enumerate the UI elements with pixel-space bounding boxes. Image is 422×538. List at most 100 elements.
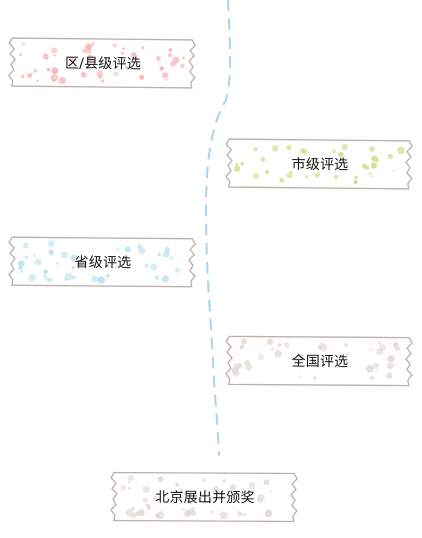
tape-dot xyxy=(121,47,125,51)
tape-dot xyxy=(43,269,49,275)
tape-dot xyxy=(121,51,125,55)
tape-dot xyxy=(159,66,165,71)
tape-dot xyxy=(154,275,160,281)
tape-dot xyxy=(51,67,59,75)
tape-dot xyxy=(232,369,240,377)
tape-dot xyxy=(105,274,110,278)
tape-dot xyxy=(130,506,135,511)
tape-dot xyxy=(144,263,149,268)
tape-dot xyxy=(152,497,157,502)
tape-dot xyxy=(124,246,131,253)
washi-tape-shape xyxy=(110,471,298,523)
stage-province-tag: 省级评选 xyxy=(8,234,198,290)
tape-dot xyxy=(81,72,88,79)
washi-tape-shape xyxy=(8,236,196,288)
tape-dot xyxy=(18,260,25,268)
tape-dot xyxy=(300,148,306,154)
tape-dot xyxy=(53,54,56,57)
tape-dot xyxy=(163,250,170,258)
tape-dot xyxy=(299,375,302,378)
tape-dot xyxy=(283,341,290,348)
tape-dot xyxy=(137,509,145,517)
tape-dot xyxy=(169,256,174,260)
tape-dot xyxy=(97,276,106,284)
tape-dot xyxy=(97,74,103,79)
tape-dot xyxy=(22,42,26,46)
tape-dot xyxy=(279,177,285,183)
tape-dot xyxy=(91,275,99,283)
tape-dot xyxy=(58,76,67,85)
tape-dot xyxy=(48,249,54,255)
tape-dot xyxy=(71,275,76,280)
washi-tape-shape xyxy=(8,37,196,89)
tape-dot xyxy=(344,343,349,348)
tape-dot xyxy=(127,474,135,482)
tape-dot xyxy=(145,503,151,508)
tape-dot xyxy=(370,175,373,178)
tape-dot xyxy=(156,56,161,61)
tape-dot xyxy=(91,42,95,46)
tape-dot xyxy=(248,482,256,489)
tape-dot xyxy=(242,512,247,517)
tape-outline xyxy=(8,236,196,288)
tape-dot xyxy=(150,263,158,271)
tape-dot xyxy=(130,512,137,519)
tape-dot xyxy=(28,274,36,282)
tape-dot xyxy=(320,342,325,347)
tape-dot xyxy=(222,479,227,483)
tape-dot xyxy=(341,143,348,151)
tape-dot xyxy=(353,179,358,185)
tape-dot xyxy=(157,476,164,482)
tape-dot xyxy=(174,267,180,273)
tape-dot xyxy=(286,144,292,151)
tape-dot xyxy=(170,61,176,67)
tape-dot xyxy=(252,146,258,152)
tape-dot xyxy=(82,48,88,54)
tape-dot xyxy=(372,362,380,370)
tape-dot xyxy=(229,484,236,491)
tape-dot xyxy=(290,171,293,174)
tape-dot xyxy=(26,72,33,79)
tape-dot xyxy=(42,53,49,60)
tape-dot xyxy=(257,353,265,361)
tape-dot xyxy=(272,145,279,152)
tape-dot xyxy=(257,493,265,501)
tape-dot xyxy=(210,510,215,514)
tape-dot xyxy=(240,161,244,166)
tape-dot xyxy=(345,352,349,356)
tape-dot xyxy=(116,248,120,252)
tape-dot xyxy=(71,265,75,270)
tape-dot xyxy=(50,73,59,82)
tape-dot xyxy=(370,162,378,169)
tape-dot xyxy=(182,56,185,60)
tape-dot xyxy=(370,348,373,351)
tape-dot xyxy=(120,484,127,491)
tape-dot xyxy=(298,353,304,359)
tape-dot xyxy=(125,65,129,69)
tape-outline xyxy=(225,138,413,190)
tape-dot xyxy=(18,265,23,270)
tape-dot xyxy=(68,56,75,63)
tape-dot xyxy=(234,165,241,172)
tape-dot xyxy=(331,149,337,154)
tape-dot xyxy=(202,478,206,482)
tape-dot xyxy=(33,68,38,73)
tape-dot xyxy=(397,146,405,155)
tape-dot xyxy=(34,258,42,266)
tape-dot xyxy=(33,253,36,257)
tape-dot xyxy=(70,254,78,262)
tape-dot xyxy=(142,485,151,494)
tape-dot xyxy=(162,72,169,79)
tape-dot xyxy=(377,340,382,345)
tape-dot xyxy=(374,158,379,163)
tape-dot xyxy=(180,63,185,68)
tape-dot xyxy=(387,355,395,363)
tape-dot xyxy=(161,275,170,283)
tape-dot xyxy=(393,170,396,173)
tape-dot xyxy=(390,342,393,345)
tape-dot xyxy=(354,175,358,180)
tape-dot xyxy=(274,350,282,358)
tape-dot xyxy=(333,174,339,180)
tape-dot xyxy=(64,277,68,281)
tape-dot xyxy=(127,480,130,484)
